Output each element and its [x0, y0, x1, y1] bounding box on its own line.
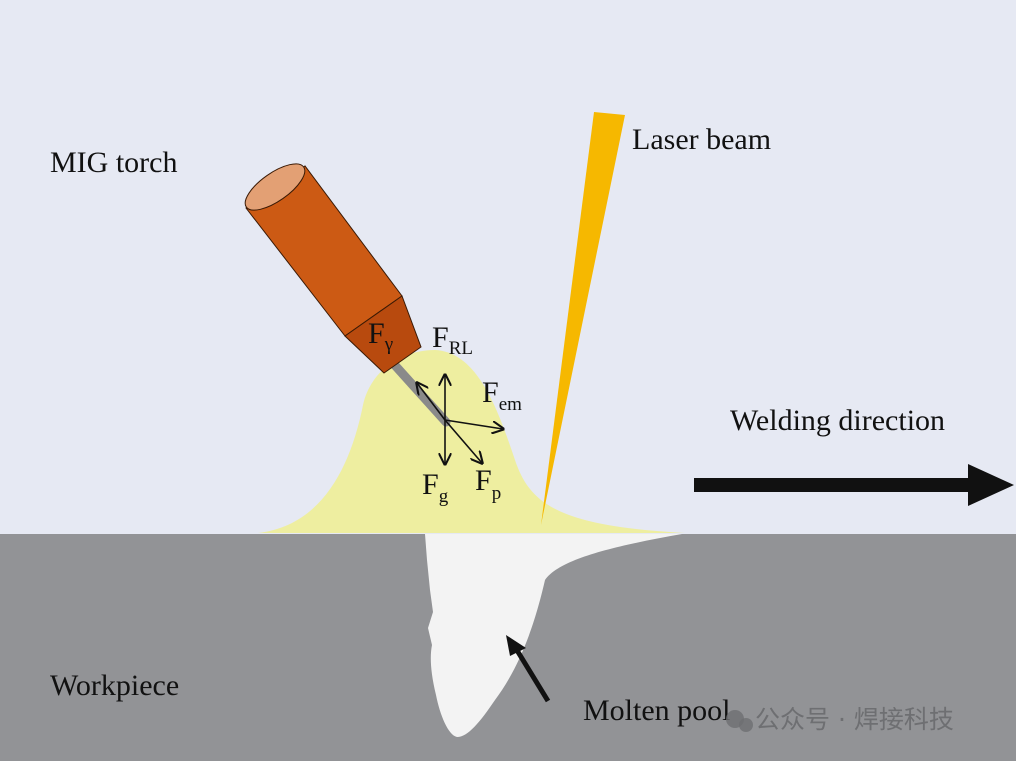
- mig-torch: [244, 163, 422, 374]
- watermark: 公众号 · 焊接科技: [726, 705, 954, 734]
- force-gamma-label: Fγ: [368, 317, 393, 355]
- workpiece-label: Workpiece: [50, 669, 179, 702]
- force-rl-label: FRL: [432, 321, 473, 359]
- laser-beam-label: Laser beam: [632, 123, 771, 156]
- force-vectors: [417, 375, 503, 464]
- mig-torch-label: MIG torch: [50, 146, 177, 179]
- force-em-arrow: [444, 419, 503, 429]
- molten-pool: [425, 534, 682, 737]
- welding-direction-label: Welding direction: [730, 404, 945, 437]
- weld-bead-mound: [258, 350, 685, 533]
- watermark-text: 公众号 · 焊接科技: [755, 705, 954, 734]
- molten-pool-pointer: [512, 645, 551, 703]
- force-gamma-arrow: [417, 383, 446, 421]
- force-em-label: Fem: [482, 376, 522, 415]
- welding-direction-arrow: [694, 464, 1014, 506]
- molten-pool-pointer-head: [506, 635, 526, 656]
- force-p-arrow: [444, 419, 482, 463]
- molten-pool-label: Molten pool: [583, 694, 731, 727]
- laser-beam: [541, 112, 625, 525]
- force-p-label: Fp: [475, 464, 501, 504]
- force-g-label: Fg: [422, 468, 449, 507]
